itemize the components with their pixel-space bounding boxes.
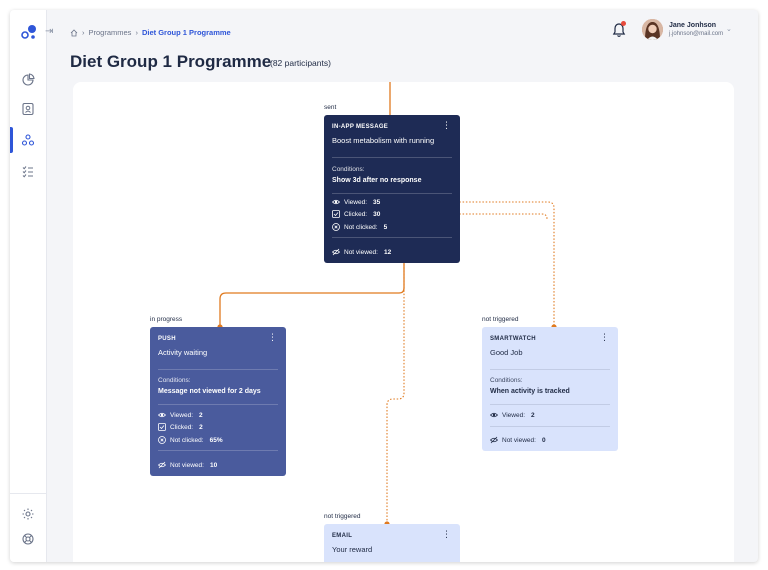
not-viewed-stat: Not viewed:0 xyxy=(490,436,546,444)
card-divider xyxy=(490,404,610,405)
chevron-down-icon[interactable]: ⌄ xyxy=(726,26,732,33)
eye-icon xyxy=(490,412,498,418)
card-title: Your reward xyxy=(332,545,373,554)
home-icon[interactable] xyxy=(70,28,78,37)
notification-badge xyxy=(621,21,626,26)
conditions-label: Conditions: xyxy=(490,377,523,384)
card-divider xyxy=(332,193,452,194)
pie-chart-icon[interactable] xyxy=(21,73,35,87)
more-options-icon[interactable]: ⋮ xyxy=(268,332,277,342)
conditions-label: Conditions: xyxy=(332,166,365,173)
checkbox-icon xyxy=(332,210,340,218)
email-state: not triggered xyxy=(324,513,361,520)
x-circle-icon xyxy=(332,223,340,231)
conditions-label: Conditions: xyxy=(158,377,191,384)
page-title: Diet Group 1 Programme xyxy=(70,52,272,71)
card-divider xyxy=(158,450,278,451)
checkbox-icon xyxy=(158,423,166,431)
avatar[interactable] xyxy=(642,19,663,40)
card-title: Boost metabolism with running xyxy=(332,136,435,145)
push-card[interactable]: PUSH ⋮ Activity waiting Conditions: Mess… xyxy=(150,327,286,476)
eye-off-icon xyxy=(158,461,166,469)
sidebar xyxy=(10,10,47,562)
inapp-message-card[interactable]: IN-APP MESSAGE ⋮ Boost metabolism with r… xyxy=(324,115,460,263)
clicked-stat: Clicked:2 xyxy=(158,423,203,431)
card-type: EMAIL xyxy=(332,533,353,539)
eye-off-icon xyxy=(332,248,340,256)
breadcrumb-separator: › xyxy=(135,28,138,37)
conditions-value: Show 3d after no response xyxy=(332,177,422,184)
eye-icon xyxy=(158,412,166,418)
programmes-icon[interactable] xyxy=(21,133,35,147)
conditions-value: Message not viewed for 2 days xyxy=(158,388,261,395)
card-divider xyxy=(332,157,452,158)
breadcrumb: › Programmes › Diet Group 1 Programme xyxy=(70,28,231,37)
email-card[interactable]: EMAIL ⋮ Your reward xyxy=(324,524,460,562)
eye-off-icon xyxy=(490,436,498,444)
card-title: Good Job xyxy=(490,348,523,357)
sidebar-active-indicator xyxy=(10,127,13,153)
user-email: j.johnson@mail.com xyxy=(669,31,724,37)
breadcrumb-programmes[interactable]: Programmes xyxy=(88,28,132,37)
card-divider xyxy=(158,369,278,370)
push-state: in progress xyxy=(150,316,183,323)
card-title: Activity waiting xyxy=(158,348,208,357)
not-viewed-stat: Not viewed:12 xyxy=(332,248,391,256)
card-type: SMARTWATCH xyxy=(490,336,536,342)
x-circle-icon xyxy=(158,436,166,444)
card-divider xyxy=(158,404,278,405)
viewed-stat: Viewed:35 xyxy=(332,198,380,206)
breadcrumb-current: Diet Group 1 Programme xyxy=(141,28,231,37)
not-clicked-stat: Not clicked:65% xyxy=(158,436,223,444)
logo-icon[interactable] xyxy=(20,23,38,41)
card-type: PUSH xyxy=(158,336,176,342)
viewed-stat: Viewed:2 xyxy=(490,411,535,419)
more-options-icon[interactable]: ⋮ xyxy=(442,529,451,539)
not-viewed-stat: Not viewed:10 xyxy=(158,461,217,469)
inapp-state: sent xyxy=(324,104,337,111)
sidebar-divider xyxy=(10,493,47,494)
smartwatch-card[interactable]: SMARTWATCH ⋮ Good Job Conditions: When a… xyxy=(482,327,618,451)
smartwatch-state: not triggered xyxy=(482,316,519,323)
more-options-icon[interactable]: ⋮ xyxy=(442,120,451,130)
card-divider xyxy=(490,426,610,427)
support-icon[interactable] xyxy=(21,532,35,546)
settings-icon[interactable] xyxy=(21,507,35,521)
collapse-sidebar-icon[interactable]: ⇥ xyxy=(45,26,54,37)
card-type: IN-APP MESSAGE xyxy=(332,124,389,130)
card-divider xyxy=(332,237,452,238)
conditions-value: When activity is tracked xyxy=(490,388,570,395)
breadcrumb-separator: › xyxy=(82,28,85,37)
eye-icon xyxy=(332,199,340,205)
viewed-stat: Viewed:2 xyxy=(158,411,203,419)
card-divider xyxy=(490,369,610,370)
checklist-icon[interactable] xyxy=(21,164,35,178)
clicked-stat: Clicked:30 xyxy=(332,210,380,218)
user-name[interactable]: Jane Jonhson xyxy=(669,22,717,29)
not-clicked-stat: Not clicked:5 xyxy=(332,223,387,231)
participants-count: (82 participants) xyxy=(270,58,331,68)
more-options-icon[interactable]: ⋮ xyxy=(600,332,609,342)
user-card-icon[interactable] xyxy=(21,102,35,116)
app-window: ⇥ › Programmes › Diet Group 1 Programme … xyxy=(10,10,758,562)
